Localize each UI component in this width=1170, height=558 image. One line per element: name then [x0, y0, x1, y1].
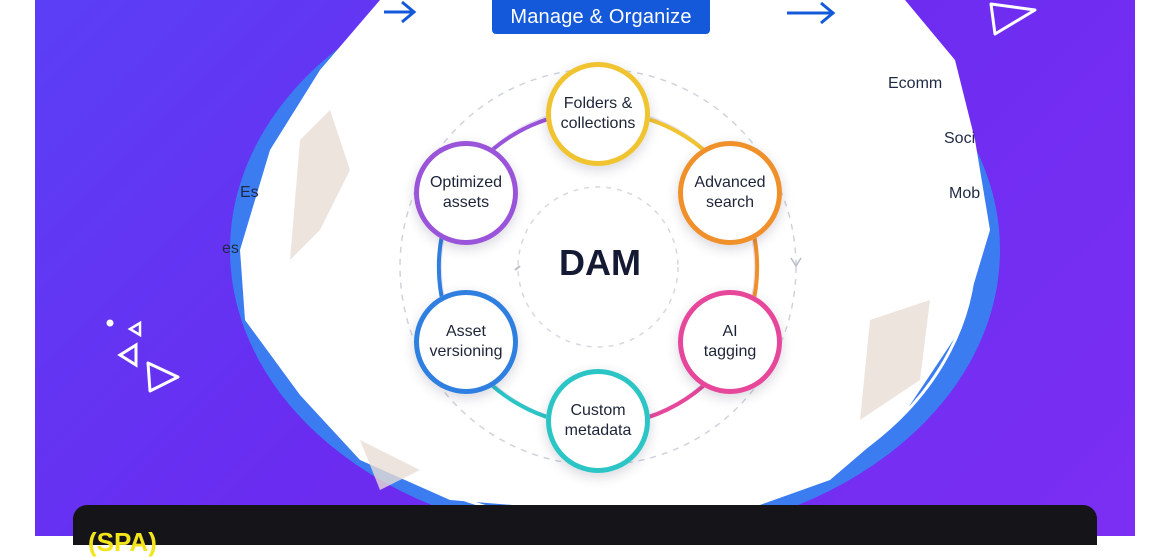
arrow-right-icon	[787, 1, 836, 25]
side-label-left-2: es	[222, 240, 239, 257]
node-ai-line2: tagging	[703, 343, 757, 360]
node-metadata-line2: metadata	[564, 422, 632, 439]
node-advanced-search: Advanced search	[678, 141, 782, 245]
node-ai-line1: AI	[722, 323, 738, 340]
dam-center-label: DAM	[559, 242, 641, 283]
node-asset-versioning: Asset versioning	[414, 290, 518, 394]
node-folders-collections: Folders & collections	[546, 62, 650, 166]
side-label-social: Soci	[944, 130, 976, 147]
node-versioning-line1: Asset	[445, 323, 486, 340]
side-label-mobile: Mob	[949, 185, 981, 202]
decor-triangles-icon	[106, 319, 180, 393]
node-versioning-line2: versioning	[429, 343, 503, 360]
node-optimized-line2: assets	[442, 194, 490, 211]
node-optimized-line1: Optimized	[429, 174, 503, 191]
node-folders-line2: collections	[560, 115, 636, 132]
manage-organize-pill: Manage & Organize	[492, 0, 710, 34]
arrow-left-icon	[384, 0, 417, 24]
inner-arrow-icon	[514, 265, 521, 271]
side-label-left-1: Es	[240, 184, 259, 201]
node-ai-tagging: AI tagging	[678, 290, 782, 394]
bottom-banner	[73, 505, 1097, 545]
node-search-line2: search	[705, 194, 755, 211]
node-optimized-assets: Optimized assets	[414, 141, 518, 245]
node-folders-line1: Folders &	[563, 95, 633, 112]
side-label-ecomm: Ecomm	[888, 75, 943, 92]
splash-background	[230, 0, 1000, 536]
node-metadata-line1: Custom	[570, 402, 626, 419]
node-search-line1: Advanced	[694, 174, 766, 191]
outer-arrow-icon	[790, 257, 802, 268]
decor-play-icon	[989, 2, 1037, 36]
banner-text: (SPA)	[88, 527, 157, 557]
white-splash	[240, 0, 990, 512]
inner-dashed-ring	[517, 186, 679, 348]
node-custom-metadata: Custom metadata	[546, 369, 650, 473]
